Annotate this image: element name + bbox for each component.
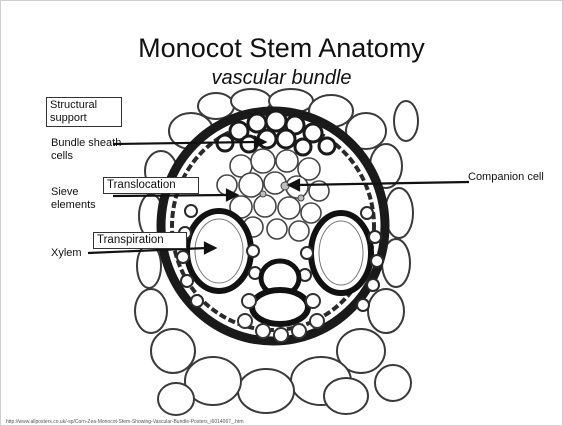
- source-url: http://www.allposters.co.uk/-sp/Corn-Zea…: [6, 419, 244, 425]
- sieve-elements-arrow: [113, 195, 229, 196]
- transpiration-label: Transpiration: [93, 232, 187, 249]
- xylem-label: Xylem: [51, 247, 82, 260]
- sieve-elements-label: Sieve elements: [51, 186, 109, 212]
- bundle-sheath-label: Bundle sheath cells: [51, 137, 143, 163]
- translocation-label: Translocation: [103, 177, 199, 194]
- companion-cell-label: Companion cell: [468, 171, 544, 184]
- structural-support-label: Structural support: [46, 97, 122, 127]
